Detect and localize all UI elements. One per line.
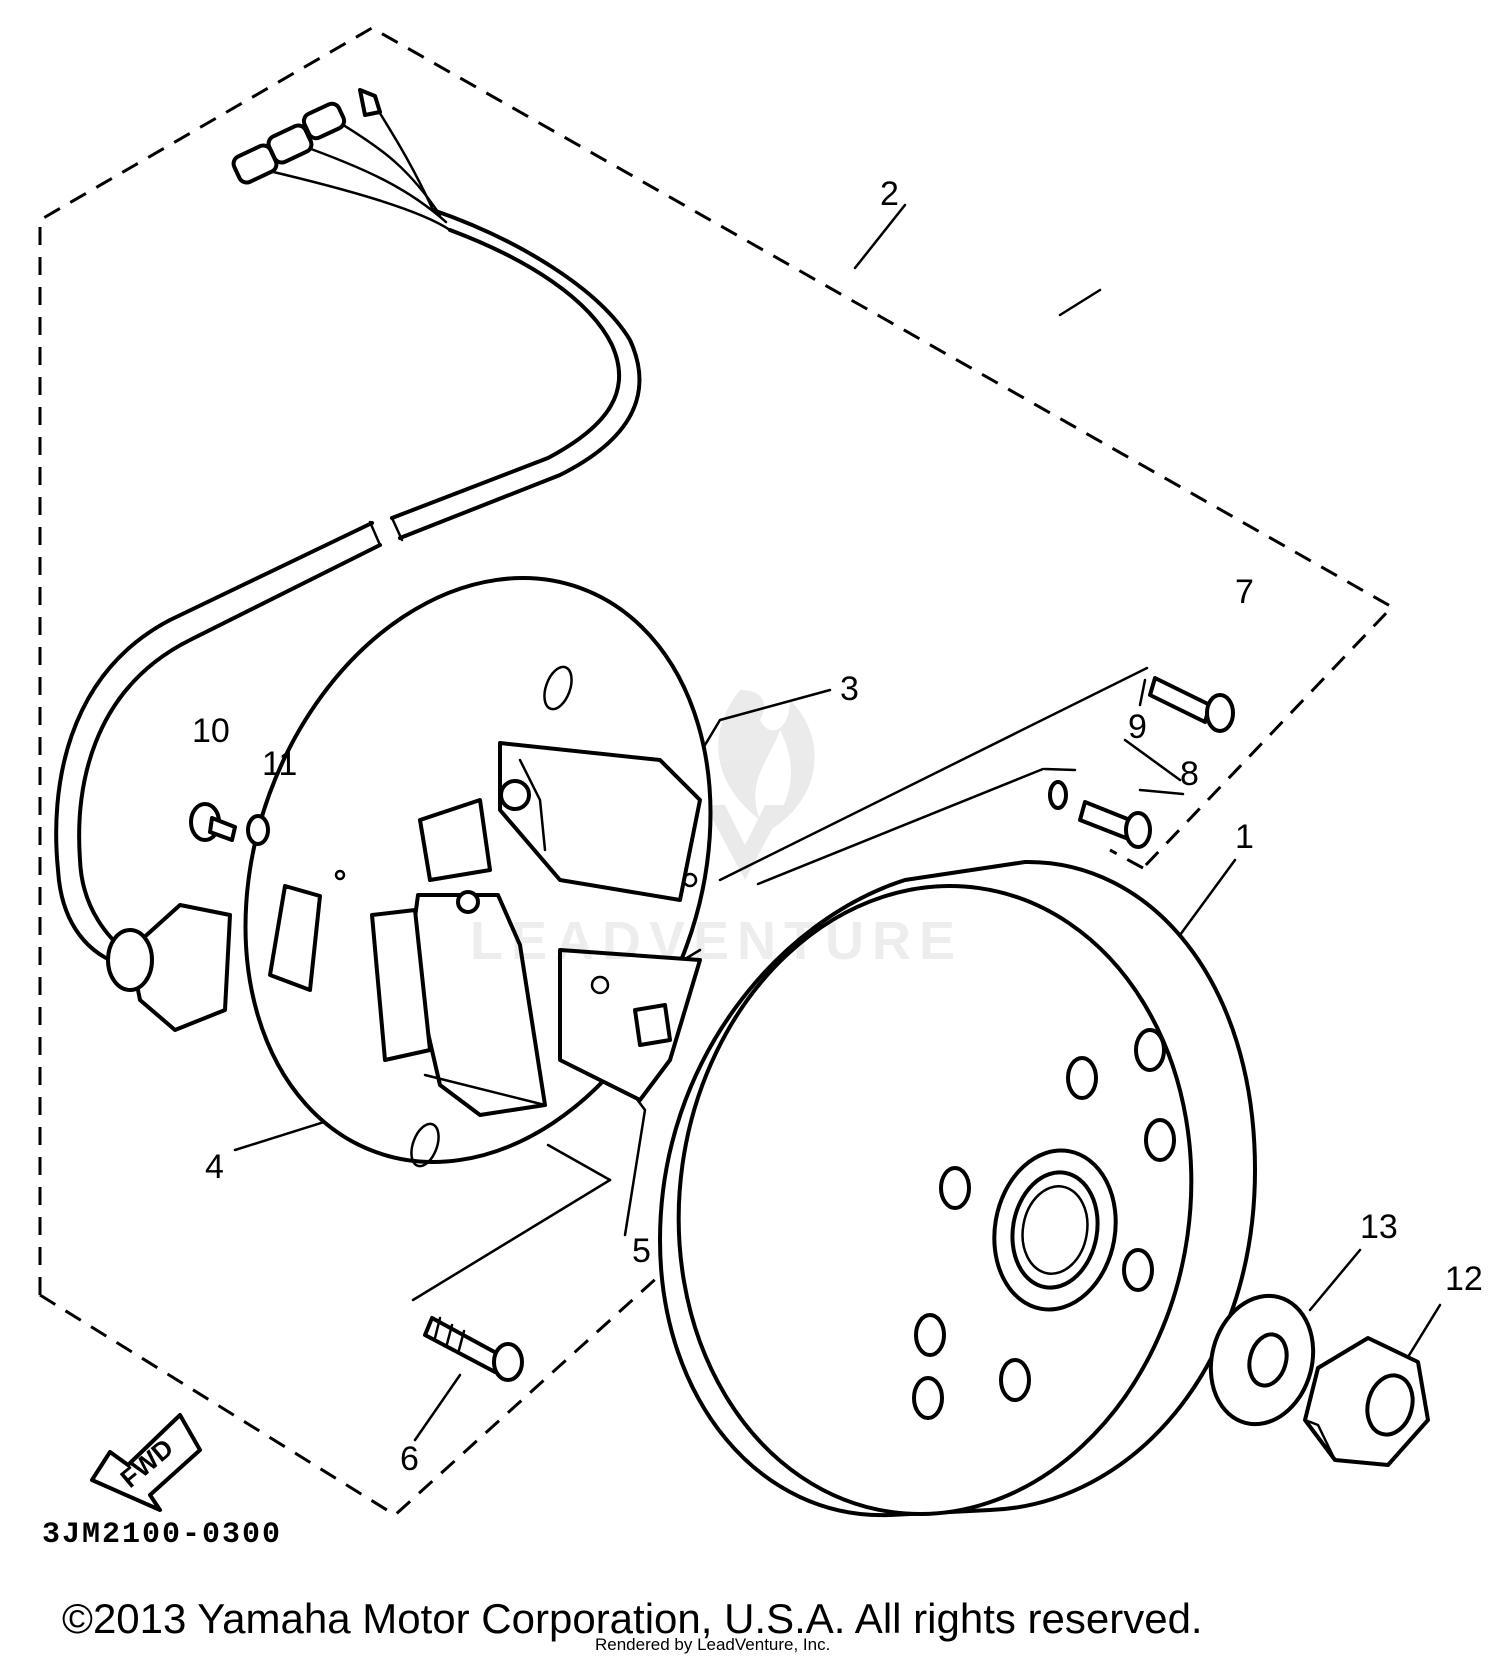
mount-slot-top <box>543 665 573 711</box>
screw-7 <box>1148 676 1235 733</box>
callout-11: 11 <box>262 745 297 783</box>
callout-1: 1 <box>1235 818 1254 856</box>
copyright-notice: ©2013 Yamaha Motor Corporation, U.S.A. A… <box>62 1595 1203 1642</box>
mount-slot-bottom <box>410 1122 440 1168</box>
screw-6 <box>423 1316 524 1382</box>
rotor-hole-7 <box>999 1358 1031 1402</box>
rotor-hole-4 <box>939 1166 971 1210</box>
rotor-hole-3 <box>1144 1118 1176 1162</box>
screw-8 <box>1078 800 1152 849</box>
callout-4: 4 <box>205 1148 224 1186</box>
source-coil <box>370 890 547 1117</box>
callout-10: 10 <box>192 712 230 750</box>
watermark-text: LEADVENTURE <box>470 911 964 971</box>
callout-labels: 1 2 3 4 5 6 7 8 9 10 11 12 13 <box>192 175 1483 1478</box>
callout-7: 7 <box>1235 573 1254 611</box>
rotor-hole-2 <box>1134 1028 1166 1072</box>
screw-10 <box>189 802 237 842</box>
fwd-arrow: FWD <box>90 1413 202 1512</box>
assembly-boundary <box>38 26 1395 1517</box>
flywheel-rotor <box>658 859 1257 1518</box>
charging-coil <box>418 741 702 902</box>
wire-harness <box>54 88 642 967</box>
watermark-logo <box>705 690 815 880</box>
pulser-coil <box>558 948 702 1102</box>
connector-tip <box>358 88 382 117</box>
stator-connector <box>106 903 232 1032</box>
lock-washer-9 <box>1048 780 1068 810</box>
callout-12: 12 <box>1445 1260 1483 1298</box>
rendered-by-credit: Rendered by LeadVenture, Inc. <box>595 1635 831 1654</box>
rotor-hole-6 <box>914 1313 946 1357</box>
callout-5: 5 <box>632 1232 651 1270</box>
callout-9: 9 <box>1128 708 1147 746</box>
connector-3 <box>231 143 279 185</box>
diagram-code: 3JM2100-0300 <box>42 1518 283 1552</box>
grommet <box>268 884 322 992</box>
washer-11 <box>246 814 270 846</box>
flange-nut <box>1303 1336 1430 1467</box>
callout-13: 13 <box>1360 1208 1398 1246</box>
washer <box>1208 1293 1316 1427</box>
callout-3: 3 <box>840 670 859 708</box>
rotor-hole-5 <box>1122 1248 1154 1292</box>
callout-6: 6 <box>400 1440 419 1478</box>
rotor-hole-8 <box>912 1376 944 1420</box>
callout-8: 8 <box>1180 755 1199 793</box>
rotor-hole-1 <box>1066 1056 1098 1100</box>
callout-2: 2 <box>880 175 899 213</box>
